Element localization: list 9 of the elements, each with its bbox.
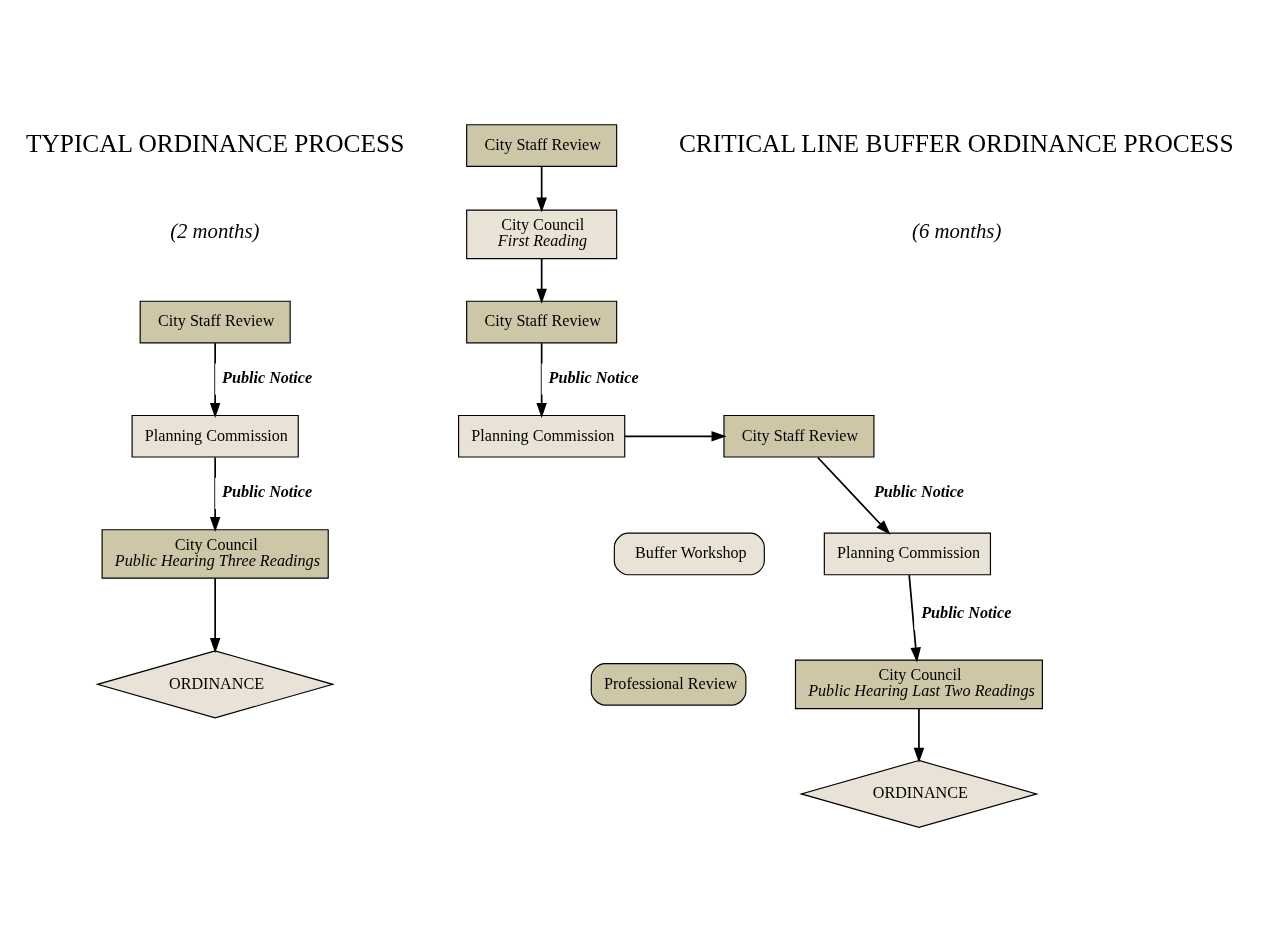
edge-label: Public Notice bbox=[222, 368, 313, 386]
label: CRITICAL LINE BUFFER ORDINANCE PROCESS bbox=[678, 129, 1234, 157]
edge-label: Public Notice bbox=[548, 368, 639, 386]
label: TYPICAL ORDINANCE PROCESS bbox=[25, 129, 405, 157]
label: (2 months) bbox=[170, 220, 260, 243]
edge-label: Public Notice bbox=[921, 604, 1012, 622]
label: (6 months) bbox=[912, 220, 1002, 243]
edge-label: Public Notice bbox=[222, 483, 313, 501]
edge-label: Public Notice bbox=[873, 483, 965, 501]
